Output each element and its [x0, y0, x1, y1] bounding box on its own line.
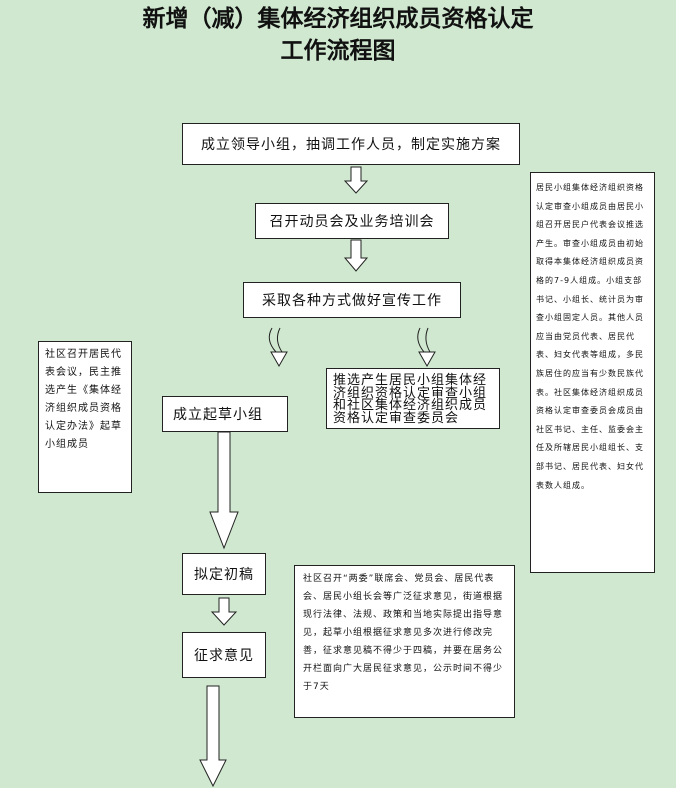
curved-arrow-icon — [268, 327, 277, 353]
step-consult: 征求意见 — [182, 632, 266, 678]
step-mobilization: 召开动员会及业务培训会 — [255, 203, 449, 239]
curved-arrow-icon — [425, 327, 431, 353]
note-bottom-text: 社区召开“两委”联席会、党员会、居民代表会、居民小组长会等广泛征求意见，街道根据… — [303, 574, 504, 692]
step-leading-group-label: 成立领导小组，抽调工作人员，制定实施方案 — [201, 137, 501, 153]
step-draft: 拟定初稿 — [182, 553, 266, 595]
curved-arrow-icon — [276, 327, 283, 353]
curved-arrow-icon — [417, 327, 425, 353]
step-consult-label: 征求意见 — [194, 648, 254, 664]
down-arrow-icon — [210, 597, 238, 626]
step-draft-label: 拟定初稿 — [194, 567, 254, 583]
step-election-label: 推选产生居民小组集体经济组织资格认定审查小组和社区集体经济组织成员资格认定审查委… — [333, 373, 488, 426]
step-election: 推选产生居民小组集体经济组织资格认定审查小组和社区集体经济组织成员资格认定审查委… — [326, 368, 500, 429]
down-arrow-icon — [343, 166, 369, 194]
note-right-text: 居民小组集体经济组织资格认定审查小组成员由居民小组召开居民户代表会议推选产生。审… — [536, 183, 644, 490]
step-mobilization-label: 召开动员会及业务培训会 — [269, 214, 435, 230]
note-bottom: 社区召开“两委”联席会、党员会、居民代表会、居民小组长会等广泛征求意见，街道根据… — [294, 565, 515, 718]
page-title: 新增（减）集体经济组织成员资格认定 — [142, 5, 534, 32]
note-right: 居民小组集体经济组织资格认定审查小组成员由居民小组召开居民户代表会议推选产生。审… — [530, 172, 655, 573]
page-subtitle: 工作流程图 — [280, 37, 396, 64]
step-drafting-group: 成立起草小组 — [162, 396, 288, 432]
note-left-text: 社区召开居民代表会议，民主推选产生《集体经济组织成员资格认定办法》起草小组成员 — [45, 349, 122, 450]
step-leading-group: 成立领导小组，抽调工作人员，制定实施方案 — [182, 123, 520, 165]
down-arrow-icon — [343, 239, 369, 272]
note-left: 社区召开居民代表会议，民主推选产生《集体经济组织成员资格认定办法》起草小组成员 — [38, 341, 132, 493]
step-publicity: 采取各种方式做好宣传工作 — [243, 282, 461, 318]
down-arrow-icon — [209, 431, 239, 550]
down-arrow-icon — [199, 685, 227, 788]
step-drafting-group-label: 成立起草小组 — [173, 407, 263, 423]
step-publicity-label: 采取各种方式做好宣传工作 — [262, 293, 442, 309]
